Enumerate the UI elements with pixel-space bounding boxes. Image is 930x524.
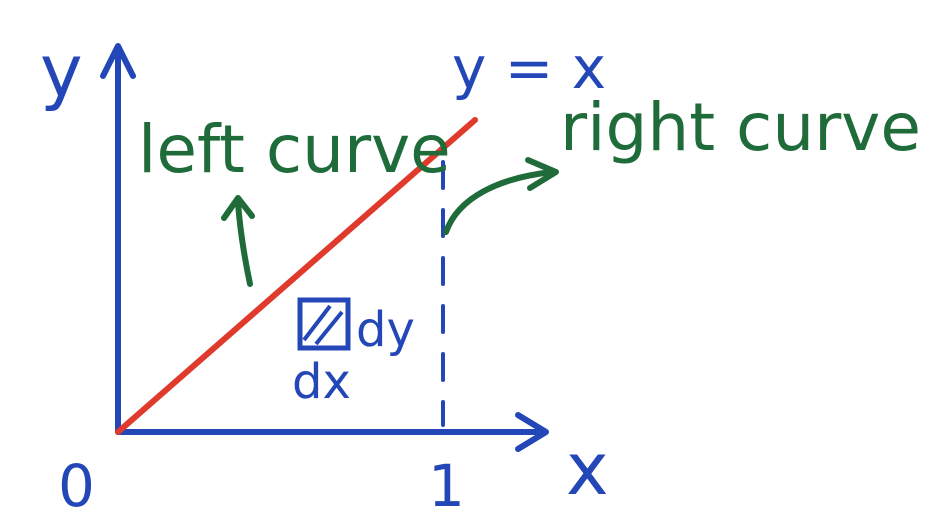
area-element	[297, 297, 351, 351]
y-axis-label: y	[40, 29, 83, 113]
y-axis-arrowhead	[100, 43, 136, 79]
x-one-label: 1	[428, 452, 465, 520]
x-axis-label: x	[566, 427, 609, 511]
curved-arrow-up-icon	[221, 195, 255, 287]
hatch-line-2	[314, 310, 344, 346]
dx-label: dx	[292, 354, 351, 410]
area-element-box	[297, 297, 351, 351]
left-curve-label: left curve	[138, 111, 451, 188]
x-axis-arrowhead	[515, 412, 549, 452]
line-y-equals-x	[115, 117, 478, 435]
axes	[100, 43, 549, 452]
right-curve-label: right curve	[560, 89, 921, 166]
origin-label: 0	[58, 452, 95, 520]
line-equation-label: y = x	[452, 34, 606, 102]
hatch-line-1	[302, 304, 332, 342]
dy-label: dy	[356, 302, 415, 358]
curved-arrow-right-icon	[443, 157, 559, 235]
